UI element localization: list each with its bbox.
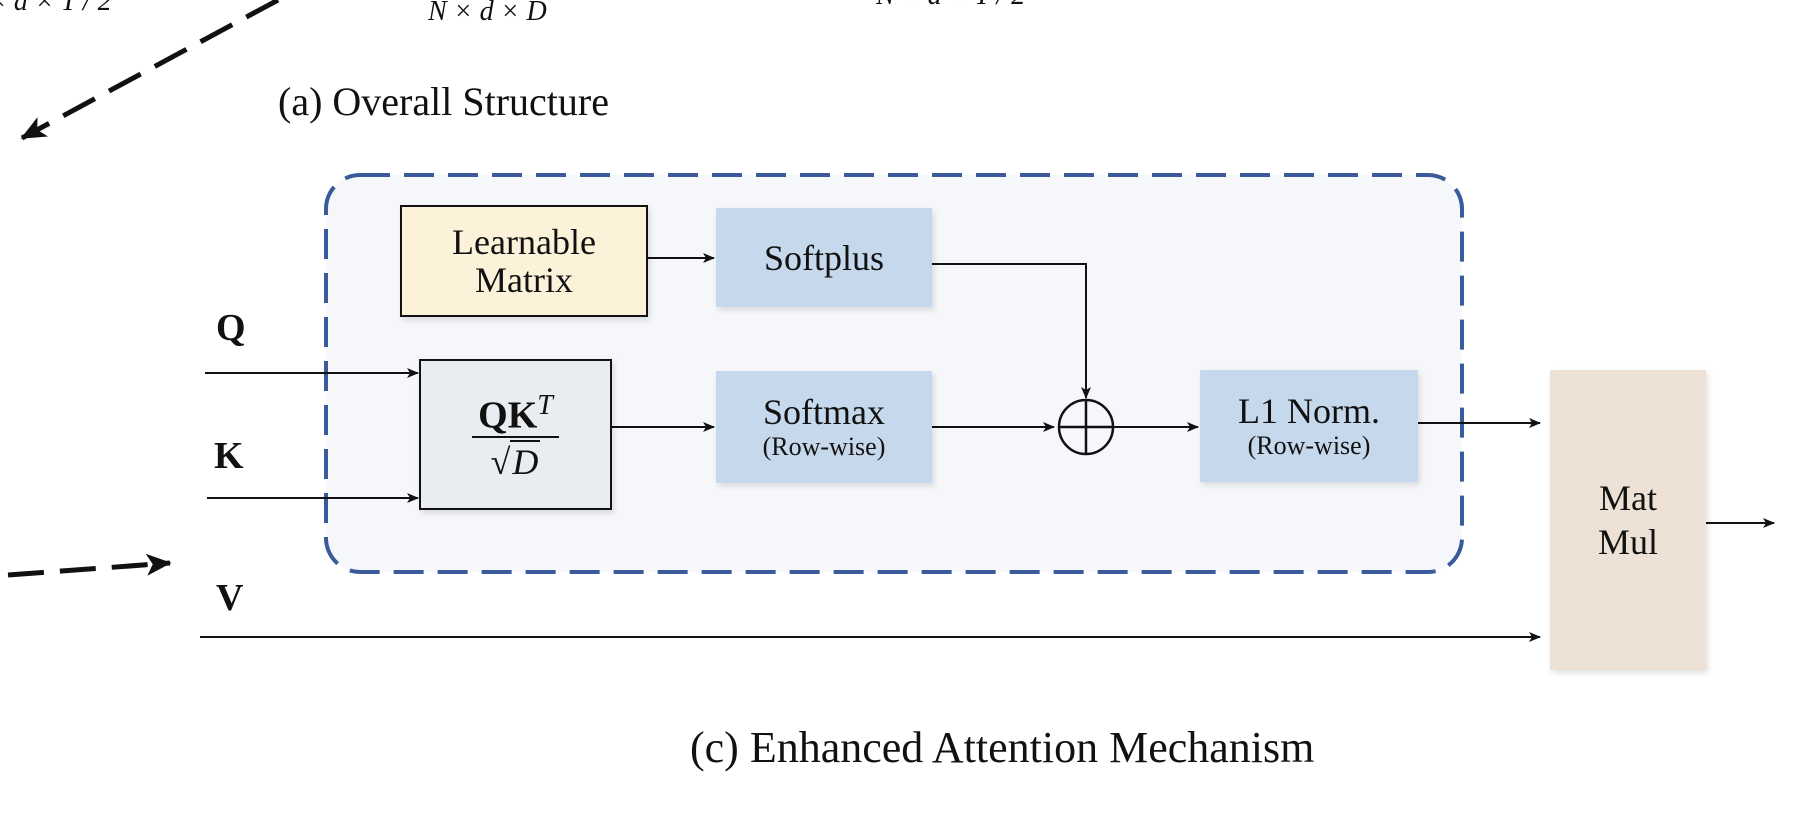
- dim-label-center: N × d × D: [428, 0, 547, 27]
- softmax-sublabel: (Row-wise): [762, 432, 886, 461]
- sqrt-symbol: √: [490, 442, 511, 483]
- dim-label-right: N × d × T / 2: [876, 0, 1025, 12]
- l1-norm-block: L1 Norm. (Row-wise): [1200, 370, 1418, 482]
- l1-norm-label: L1 Norm.: [1238, 391, 1380, 431]
- softmax-label: Softmax: [763, 392, 885, 432]
- q-label: Q: [216, 307, 246, 349]
- qk-numerator-text: QK: [478, 394, 538, 437]
- softplus-to-sum-arrow: [932, 263, 1091, 399]
- qk-denominator: √D: [491, 440, 541, 484]
- softplus-label: Softplus: [763, 237, 885, 278]
- elementwise-sum-node: [1057, 398, 1115, 456]
- dashed-arrow-top-left: [20, 0, 280, 141]
- scaled-dot-product-block: QKT √D: [419, 359, 612, 510]
- v-label: V: [216, 577, 244, 619]
- dim-label-left: × d × T / 2: [0, 0, 112, 17]
- matmul-label: Mat Mul: [1597, 478, 1658, 562]
- matmul-block: Mat Mul: [1550, 370, 1706, 670]
- caption-overall-structure: (a) Overall Structure: [278, 79, 609, 124]
- softplus-block: Softplus: [716, 208, 932, 307]
- qk-fraction: QKT √D: [472, 385, 559, 485]
- qk-exponent: T: [537, 389, 553, 421]
- learnable-matrix-block: Learnable Matrix: [400, 205, 648, 317]
- qk-numerator: QKT: [472, 385, 559, 439]
- k-label: K: [214, 435, 244, 477]
- qk-denominator-text: D: [510, 440, 541, 483]
- learnable-matrix-label: Learnable Matrix: [452, 222, 596, 300]
- l1-norm-sublabel: (Row-wise): [1247, 431, 1371, 460]
- caption-enhanced-attention: (c) Enhanced Attention Mechanism: [690, 723, 1315, 772]
- dashed-arrow-mid-left: [7, 553, 172, 578]
- softmax-block: Softmax (Row-wise): [716, 371, 932, 483]
